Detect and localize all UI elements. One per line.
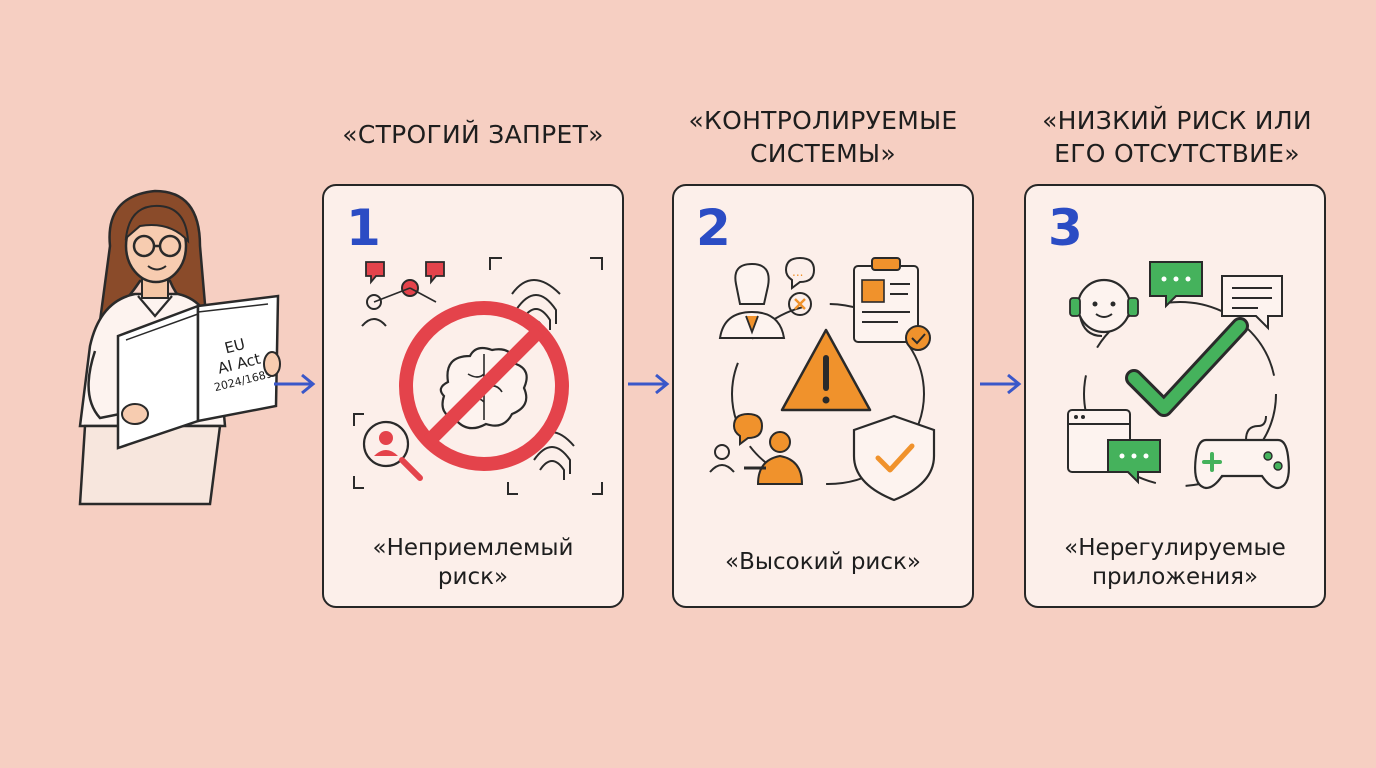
arrow-right-icon [628, 373, 670, 395]
tier-2-caption: «Высокий риск» [684, 548, 962, 577]
shield-check-icon [852, 414, 936, 502]
tier-2-heading-line2: СИСТЕМЫ» [749, 139, 896, 168]
tier-2-heading: «КОНТРОЛИРУЕМЫЕ СИСТЕМЫ» [672, 104, 974, 170]
tier-3-caption: «Нерегулируемые приложения» [1036, 534, 1314, 592]
chatbot-icon [1069, 278, 1139, 337]
tier-2-caption-line1: «Высокий риск» [725, 549, 921, 575]
tier-1-caption-line1: «Неприемлемый [372, 535, 574, 561]
woman-reading-icon: EU AI Act 2024/1689 [78, 189, 281, 506]
tier-3-number: 3 [1048, 199, 1083, 257]
tier-1-caption-line2: риск» [437, 564, 509, 590]
tier-3-caption-line1: «Нерегулируемые [1064, 535, 1286, 561]
professional-icon [718, 262, 786, 339]
tier-2-number: 2 [696, 199, 731, 257]
arrow-right-icon [274, 373, 316, 395]
book-title-eu: EU [223, 335, 247, 357]
tier-3-heading-line2: ЕГО ОТСУТСТВИЕ» [1054, 139, 1300, 168]
tier-1-heading-line1: «СТРОГИЙ ЗАПРЕТ» [342, 120, 604, 149]
tier-2-card: 2 ... [672, 184, 974, 608]
tier-3-heading: «НИЗКИЙ РИСК ИЛИ ЕГО ОТСУТСТВИЕ» [1024, 104, 1330, 170]
fingerprint-icon [489, 257, 603, 338]
people-icon [709, 412, 804, 485]
tier-3-heading-line1: «НИЗКИЙ РИСК ИЛИ [1042, 106, 1312, 135]
tier-2-heading-line1: «КОНТРОЛИРУЕМЫЕ [688, 106, 958, 135]
minimal-risk-illustration [1067, 261, 1290, 490]
high-risk-illustration: ... [709, 256, 936, 502]
svg-text:...: ... [792, 265, 803, 279]
tier-3-caption-line2: приложения» [1091, 564, 1259, 590]
tier-1-heading: «СТРОГИЙ ЗАПРЕТ» [322, 118, 624, 151]
tier-1-caption: «Неприемлемый риск» [334, 534, 612, 592]
gamepad-icon [1194, 415, 1290, 490]
prohibited-brain-icon [353, 257, 603, 495]
fingerprint-icon [507, 431, 603, 495]
arrow-right-icon [980, 373, 1022, 395]
clipboard-icon [853, 257, 931, 351]
tier-1-number: 1 [346, 199, 381, 257]
tier-3-card: 3 [1024, 184, 1326, 608]
warning-icon [780, 328, 872, 412]
tier-1-card: 1 [322, 184, 624, 608]
